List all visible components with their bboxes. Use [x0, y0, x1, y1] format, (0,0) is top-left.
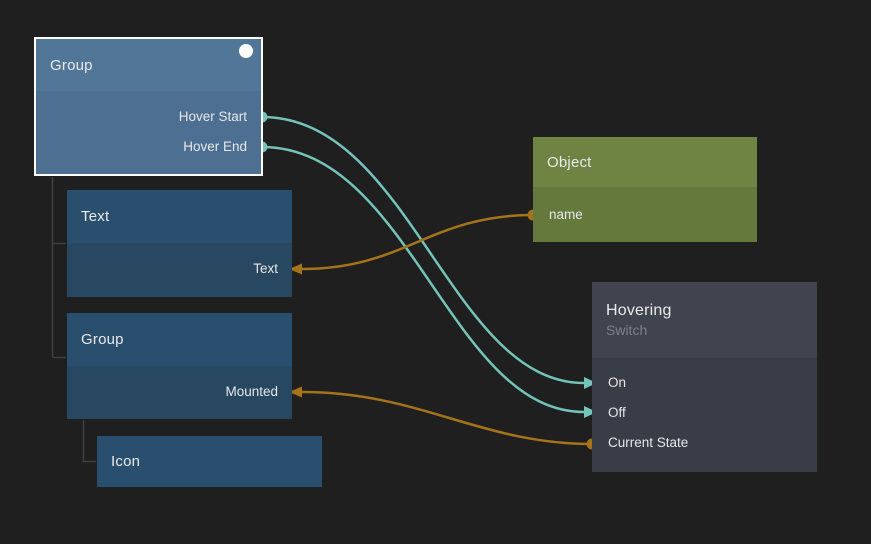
node-object[interactable]: Object name: [533, 137, 757, 242]
node-body: name: [533, 187, 757, 230]
node-title: Icon: [111, 453, 141, 470]
node-header[interactable]: Text: [67, 190, 292, 243]
node-hovering-switch[interactable]: Hovering Switch On Off Current State: [592, 282, 817, 472]
node-header[interactable]: Hovering Switch: [592, 282, 817, 358]
node-subtitle: Switch: [606, 322, 648, 338]
node-header[interactable]: Group: [36, 39, 261, 91]
node-body: Mounted: [67, 366, 292, 407]
port-hover-end[interactable]: Hover End: [183, 139, 247, 154]
node-group-root[interactable]: Group Hover Start Hover End: [34, 37, 263, 176]
tree-line-root-children: [51, 177, 66, 359]
node-body: Text: [67, 243, 292, 284]
node-title: Group: [81, 331, 124, 348]
port-mounted[interactable]: Mounted: [225, 384, 278, 399]
port-text[interactable]: Text: [253, 261, 278, 276]
node-title: Hovering: [606, 302, 672, 319]
node-header[interactable]: Object: [533, 137, 757, 187]
port-hover-start[interactable]: Hover Start: [178, 109, 247, 124]
node-title: Text: [81, 208, 110, 225]
connection-name-to-text[interactable]: [301, 213, 534, 271]
node-title: Group: [50, 56, 93, 74]
selection-indicator-icon: [239, 44, 253, 58]
node-header[interactable]: Icon: [97, 436, 322, 487]
node-icon[interactable]: Icon: [97, 436, 322, 487]
node-group-child[interactable]: Group Mounted: [67, 313, 292, 419]
node-title: Object: [547, 153, 592, 171]
port-current-state[interactable]: Current State: [608, 435, 689, 450]
port-off[interactable]: Off: [608, 405, 626, 420]
node-text[interactable]: Text Text: [67, 190, 292, 297]
node-header[interactable]: Group: [67, 313, 292, 366]
connection-current-state-to-mounted[interactable]: [301, 390, 593, 446]
node-body: Hover Start Hover End: [36, 91, 261, 162]
node-body: On Off Current State: [592, 358, 817, 458]
port-name[interactable]: name: [549, 207, 583, 222]
port-on[interactable]: On: [608, 375, 627, 390]
tree-line-group-icon: [82, 420, 96, 463]
